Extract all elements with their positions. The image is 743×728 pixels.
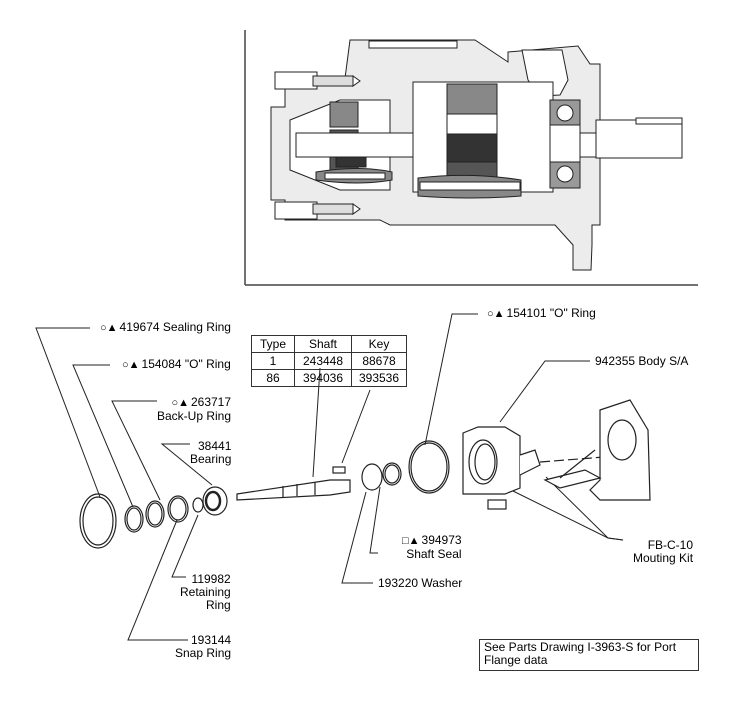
circle-triangle-icon: ○▲: [487, 308, 505, 320]
pump-cross-section: [270, 39, 683, 271]
cross-section-frame: [244, 30, 698, 286]
label-o-ring-154084: ○▲154084 "O" Ring: [122, 357, 231, 372]
body-part: [462, 426, 541, 510]
label-snap-ring: 193144 Snap Ring: [175, 633, 232, 660]
retaining-ring-part: [192, 497, 204, 513]
table-cell: 86: [251, 369, 295, 387]
table-header: Key: [351, 335, 407, 353]
table-header: Shaft: [294, 335, 352, 353]
exploded-parts: [79, 399, 651, 549]
table-cell: 1: [251, 352, 295, 370]
bearing-part: [202, 486, 228, 516]
mounting-bracket-part: [543, 399, 651, 501]
o-ring-154084-part: [124, 505, 144, 533]
table-cell: 393536: [351, 369, 407, 387]
backup-ring-part: [145, 500, 165, 528]
shaft-part: [236, 466, 351, 501]
label-washer: 193220 Washer: [378, 576, 463, 590]
washer-part: [361, 463, 383, 491]
table-cell: 88678: [351, 352, 407, 370]
table-row: 86 394036 393536: [251, 369, 407, 387]
label-o-ring-154101: ○▲154101 "O" Ring: [487, 306, 596, 321]
circle-triangle-icon: ○▲: [122, 359, 140, 371]
sealing-ring-part: [79, 493, 117, 549]
label-retaining-ring: 119982 Retaining Ring: [180, 572, 231, 612]
shaft-seal-part: [382, 462, 402, 486]
label-body: 942355 Body S/A: [595, 354, 689, 368]
table-row: 1 243448 88678: [251, 352, 407, 370]
shaft-key-table: Type Shaft Key 1 243448 88678 86 394036 …: [251, 335, 407, 387]
table-header-row: Type Shaft Key: [251, 335, 407, 353]
label-bearing: 38441 Bearing: [190, 439, 232, 466]
square-triangle-icon: □▲: [402, 535, 420, 547]
circle-triangle-icon: ○▲: [171, 397, 189, 409]
snap-ring-part: [167, 495, 189, 523]
table-cell: 243448: [294, 352, 352, 370]
label-sealing-ring: ○▲419674 Sealing Ring: [100, 320, 231, 335]
label-backup-ring: ○▲263717 Back-Up Ring: [157, 395, 232, 423]
table-header: Type: [251, 335, 295, 353]
table-cell: 394036: [294, 369, 352, 387]
o-ring-154101-part: [408, 440, 450, 494]
circle-triangle-icon: ○▲: [100, 322, 118, 334]
port-flange-note: See Parts Drawing I-3963-S for Port Flan…: [479, 639, 699, 671]
label-shaft-seal: □▲394973 Shaft Seal: [402, 533, 462, 561]
label-mounting-kit: FB-C-10 Mouting Kit: [633, 538, 694, 565]
